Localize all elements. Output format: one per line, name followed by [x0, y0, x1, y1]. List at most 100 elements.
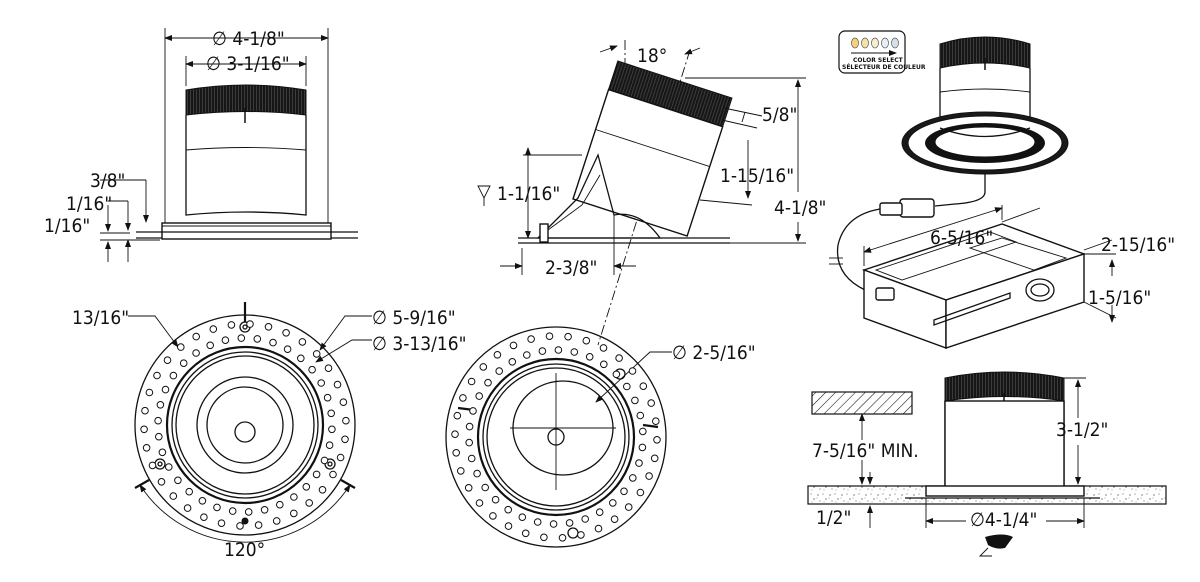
mounting-hole — [647, 399, 656, 407]
aperture-shift-label: 2-3/8" — [545, 257, 597, 279]
mounting-hole — [269, 338, 277, 347]
mounting-hole — [652, 417, 660, 426]
clip-angle-label: 120° — [224, 539, 265, 561]
mounting-hole — [581, 515, 590, 523]
cct-dot — [881, 37, 889, 49]
flange-bottom-view — [128, 302, 372, 543]
mounting-hole — [290, 493, 298, 501]
cct-dot — [851, 37, 859, 49]
tilted-flange-mounting-holes — [451, 332, 661, 542]
mounting-hole — [628, 367, 637, 375]
mounting-hole — [282, 329, 290, 337]
mounting-hole — [179, 359, 188, 368]
mounting-hole — [236, 522, 244, 530]
mounting-hole — [283, 345, 292, 354]
mounting-hole — [639, 382, 648, 391]
mounting-hole — [174, 476, 182, 485]
mounting-hole — [227, 321, 236, 329]
mounting-hole — [465, 438, 474, 447]
mounting-hole — [325, 441, 334, 450]
mounting-hole — [327, 409, 336, 418]
mounting-hole — [328, 425, 336, 434]
mounting-hole — [221, 336, 230, 345]
mounting-hole — [272, 517, 281, 525]
mounting-hole — [148, 461, 157, 470]
mounting-hole — [217, 519, 226, 528]
mounting-hole — [533, 518, 542, 526]
mounting-hole — [298, 338, 307, 346]
front-view — [100, 28, 358, 262]
mounting-hole — [228, 507, 237, 515]
mounting-hole — [200, 513, 208, 522]
lip-height-label-b: 1/16" — [44, 215, 90, 237]
mounting-hole — [254, 521, 263, 529]
mounting-hole — [545, 332, 554, 341]
mounting-hole — [489, 512, 497, 520]
mounting-hole — [141, 406, 149, 415]
cutout-diameter-label: ∅ 2-5/16" — [672, 342, 756, 364]
mounting-hole — [594, 524, 603, 533]
mounting-hole — [493, 351, 502, 359]
mounting-hole — [156, 401, 165, 409]
mounting-hole — [244, 508, 253, 516]
mounting-hole — [653, 436, 661, 444]
mounting-hole — [465, 422, 474, 431]
mounting-hole — [246, 320, 254, 328]
tilt-angle-label: 18° — [637, 45, 667, 67]
mounting-hole — [527, 335, 535, 343]
mounting-hole — [317, 379, 326, 387]
mounting-hole — [452, 449, 461, 457]
mounting-hole — [624, 503, 633, 511]
mounting-hole — [157, 478, 166, 486]
mounting-hole — [312, 470, 321, 479]
mounting-hole — [638, 443, 647, 452]
lip-height-label-a: 1/16" — [66, 193, 112, 215]
cct-dot — [861, 37, 869, 49]
mounting-hole — [558, 534, 567, 542]
mounting-hole — [276, 500, 284, 509]
junction-box-width-label: 2-15/16" — [1101, 234, 1175, 256]
mounting-hole — [473, 469, 481, 478]
mounting-hole — [565, 519, 574, 527]
mounting-hole — [509, 341, 518, 350]
mounting-hole — [324, 364, 333, 373]
mounting-hole — [297, 354, 305, 363]
mounting-hole — [549, 520, 558, 528]
aperture-offset-label: 1-1/16" — [497, 183, 560, 205]
mounting-hole — [341, 435, 349, 444]
mounting-hole — [305, 499, 314, 507]
cct-dot — [891, 37, 899, 49]
mounting-hole — [636, 411, 645, 420]
flange-mounting-holes — [140, 320, 350, 530]
mounting-hole — [145, 388, 154, 397]
mounting-hole — [521, 529, 530, 538]
mounting-hole — [161, 385, 170, 394]
mounting-hole — [165, 463, 173, 471]
mounting-hole — [467, 454, 476, 463]
mounting-hole — [623, 382, 631, 391]
mounting-hole — [153, 371, 161, 380]
front-inner-diameter-label: ∅ 3-1/16" — [206, 53, 290, 75]
mounting-hole — [475, 499, 484, 507]
mounting-hole — [609, 499, 617, 507]
mounting-hole — [599, 344, 608, 352]
flange-outer-diameter-label: ∅ 5-9/16" — [372, 307, 456, 329]
mounting-hole — [554, 346, 563, 354]
mounting-hole — [600, 360, 608, 369]
mounting-hole — [206, 341, 214, 350]
mounting-hole — [582, 336, 591, 345]
mounting-hole — [495, 367, 504, 375]
color-select-label: COLOR SELECT — [853, 57, 904, 64]
mounting-hole — [475, 392, 484, 400]
mounting-hole — [237, 334, 246, 342]
color-select-label-fr: SÉLECTEUR DE COULEUR — [842, 63, 926, 71]
mounting-hole — [302, 483, 311, 491]
mounting-hole — [177, 343, 185, 351]
mounting-hole — [504, 522, 513, 530]
tilt-side-view — [477, 40, 806, 346]
mounting-hole — [612, 370, 621, 379]
mounting-hole — [479, 363, 488, 371]
overall-height-label: 4-1/8" — [774, 197, 826, 219]
mounting-hole — [155, 432, 163, 441]
mounting-hole — [192, 332, 200, 341]
